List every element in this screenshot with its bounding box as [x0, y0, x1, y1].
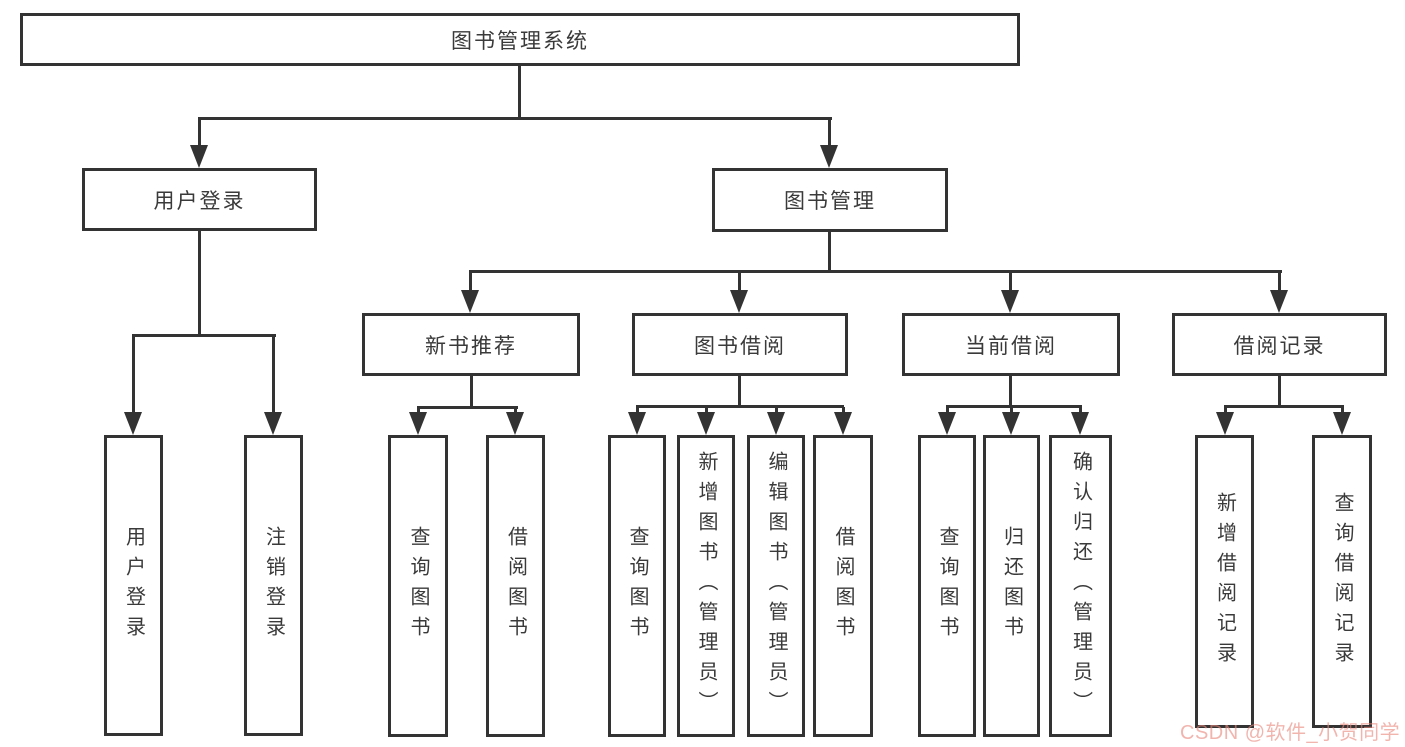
- connector-drop-user-login: [198, 119, 201, 147]
- arrowhead: [1071, 412, 1089, 435]
- node-root: 图书管理系统: [20, 13, 1020, 66]
- connector-borrow-records-split: [1224, 405, 1344, 408]
- arrowhead: [461, 290, 479, 313]
- leaf-br-query-record-label: 查询借阅记录: [1331, 491, 1353, 672]
- connector-drop-bb-add: [705, 407, 708, 413]
- leaf-cb-query-books-label: 查询图书: [936, 526, 958, 646]
- node-book-borrowing-label: 图书借阅: [694, 334, 786, 358]
- arrowhead: [767, 412, 785, 435]
- connector-root-stem: [518, 64, 521, 119]
- connector-book-borrowing-stem: [738, 374, 741, 407]
- node-new-book-recommend-label: 新书推荐: [425, 334, 517, 358]
- leaf-nb-borrow-books-label: 借阅图书: [504, 526, 527, 646]
- connector-drop-book-borrowing: [738, 272, 741, 290]
- arrowhead: [820, 145, 838, 168]
- leaf-br-query-record: 查询借阅记录: [1312, 435, 1372, 728]
- node-book-borrowing: 图书借阅: [632, 313, 848, 376]
- arrowhead: [938, 412, 956, 435]
- connector-drop-cb-return: [1010, 407, 1013, 413]
- connector-drop-current-borrowing: [1009, 272, 1012, 290]
- leaf-nb-query-books-label: 查询图书: [407, 526, 429, 646]
- node-new-book-recommend: 新书推荐: [362, 313, 580, 376]
- node-borrow-records: 借阅记录: [1172, 313, 1387, 376]
- connector-root-split: [198, 117, 832, 120]
- leaf-bb-borrow-books: 借阅图书: [813, 435, 873, 737]
- leaf-bb-edit-books-label: 编辑图书（管理员）: [765, 451, 787, 721]
- connector-drop-nb-query: [417, 408, 420, 414]
- connector-drop-cb-confirm: [1079, 407, 1082, 413]
- connector-user-login-split: [132, 334, 276, 337]
- leaf-bb-edit-books: 编辑图书（管理员）: [747, 435, 805, 737]
- arrowhead: [628, 412, 646, 435]
- arrowhead: [124, 412, 142, 435]
- node-borrow-records-label: 借阅记录: [1233, 334, 1326, 358]
- connector-drop-book-management: [828, 119, 831, 147]
- connector-drop-br-add: [1224, 407, 1227, 413]
- leaf-bb-add-books: 新增图书（管理员）: [677, 435, 735, 737]
- arrowhead: [190, 145, 208, 168]
- arrowhead: [834, 412, 852, 435]
- leaf-br-add-record-label: 新增借阅记录: [1213, 491, 1236, 672]
- leaf-bb-query-books-label: 查询图书: [626, 526, 648, 646]
- connector-current-borrowing-split: [946, 405, 1082, 408]
- connector-book-management-stem: [828, 230, 831, 272]
- connector-book-management-split: [469, 270, 1282, 273]
- arrowhead: [697, 412, 715, 435]
- leaf-nb-query-books: 查询图书: [388, 435, 448, 737]
- leaf-login-label: 用户登录: [122, 525, 145, 646]
- connector-drop-logout: [272, 336, 275, 412]
- leaf-cb-confirm-return: 确认归还（管理员）: [1049, 435, 1112, 737]
- leaf-bb-add-books-label: 新增图书（管理员）: [695, 451, 717, 721]
- connector-drop-nb-borrow: [514, 408, 517, 414]
- node-book-management: 图书管理: [712, 168, 948, 232]
- node-current-borrowing: 当前借阅: [902, 313, 1120, 376]
- connector-drop-br-query: [1341, 407, 1344, 413]
- node-book-management-label: 图书管理: [784, 190, 876, 213]
- connector-drop-cb-query: [946, 407, 949, 413]
- arrowhead: [1002, 412, 1020, 435]
- node-user-login-label: 用户登录: [153, 189, 246, 213]
- connector-book-borrowing-split: [636, 405, 844, 408]
- node-current-borrowing-label: 当前借阅: [965, 334, 1057, 358]
- arrowhead: [409, 412, 427, 435]
- leaf-cb-confirm-return-label: 确认归还（管理员）: [1069, 451, 1092, 721]
- connector-drop-bb-edit: [775, 407, 778, 413]
- leaf-br-add-record: 新增借阅记录: [1195, 435, 1254, 728]
- leaf-login: 用户登录: [104, 435, 163, 736]
- node-user-login: 用户登录: [82, 168, 317, 231]
- arrowhead: [1001, 290, 1019, 313]
- leaf-logout-label: 注销登录: [262, 525, 285, 646]
- arrowhead: [506, 412, 524, 435]
- connector-drop-bb-query: [636, 407, 639, 413]
- arrowhead: [1333, 412, 1351, 435]
- connector-new-book-stem: [470, 374, 473, 408]
- connector-drop-borrow-records: [1278, 272, 1281, 290]
- leaf-nb-borrow-books: 借阅图书: [486, 435, 545, 737]
- connector-drop-bb-borrow: [842, 407, 845, 413]
- leaf-cb-query-books: 查询图书: [918, 435, 976, 737]
- connector-current-borrowing-stem: [1009, 374, 1012, 407]
- csdn-watermark: CSDN @软件_小贺同学: [1180, 722, 1401, 744]
- connector-new-book-split: [417, 406, 518, 409]
- connector-borrow-records-stem: [1278, 374, 1281, 407]
- arrowhead: [730, 290, 748, 313]
- connector-user-login-stem: [198, 229, 201, 336]
- arrowhead: [1216, 412, 1234, 435]
- connector-drop-new-book: [469, 272, 472, 290]
- node-root-label: 图书管理系统: [451, 29, 589, 53]
- arrowhead: [264, 412, 282, 435]
- arrowhead: [1270, 290, 1288, 313]
- leaf-logout: 注销登录: [244, 435, 303, 736]
- leaf-cb-return-books: 归还图书: [983, 435, 1040, 737]
- connector-drop-login: [132, 336, 135, 412]
- leaf-bb-borrow-books-label: 借阅图书: [832, 526, 854, 646]
- leaf-cb-return-books-label: 归还图书: [1000, 526, 1023, 646]
- leaf-bb-query-books: 查询图书: [608, 435, 666, 737]
